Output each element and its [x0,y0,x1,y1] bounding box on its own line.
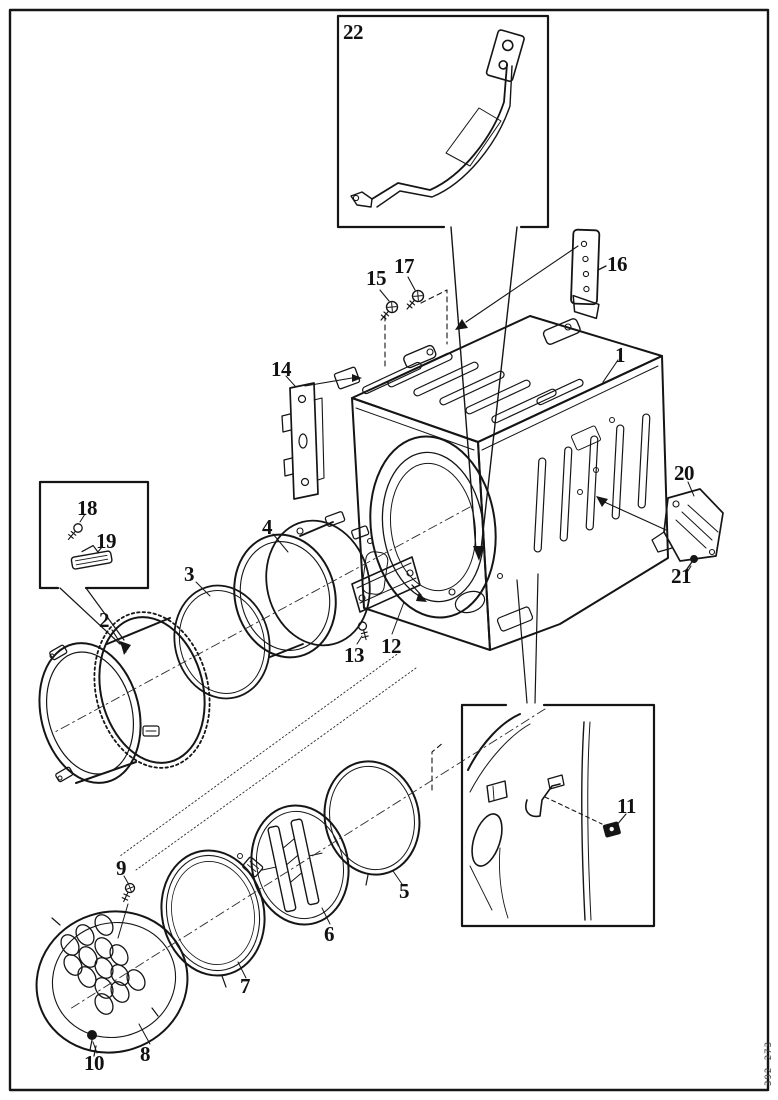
callout-11: 11 [617,794,636,818]
callout-9: 9 [116,856,127,880]
drum-part-2 [38,611,211,784]
callout-18: 18 [77,496,98,520]
screw-part-21 [685,555,698,575]
callout-19: 19 [96,529,117,553]
callout-5: 5 [399,879,410,903]
callout-10: 10 [84,1051,105,1075]
callout-7: 7 [240,974,251,998]
callout-14: 14 [271,357,292,381]
callout-4: 4 [262,515,273,539]
callout-13: 13 [344,643,365,667]
bracket-part-12 [351,556,427,635]
callout-21: 21 [671,564,692,588]
callout-6: 6 [324,922,335,946]
figure-border [8,8,770,1092]
tub-front-part-4 [233,511,374,659]
rail-part-16 [455,228,607,330]
callout-15: 15 [366,266,387,290]
inset-box-18-19 [38,480,150,655]
callout-16: 16 [607,252,628,276]
bracket-part-20 [596,481,724,562]
bolt-part-13 [356,621,369,645]
callout-2: 2 [99,608,110,632]
callout-20: 20 [674,461,695,485]
screw-part-9 [117,875,136,939]
bracket-part-14 [281,374,362,500]
clamp-ring-part-7 [160,849,266,988]
baffle-plate-part-8 [35,910,189,1057]
callout-3: 3 [184,562,195,586]
leader-line-22 [450,226,518,561]
callout-17: 17 [394,254,415,278]
door-boot-part-6 [250,804,350,926]
callout-12: 12 [381,634,402,658]
assembly-axis-lines [54,506,546,1010]
ring-part-5 [323,741,445,886]
inset-box-22 [336,14,550,229]
callout-8: 8 [140,1042,151,1066]
part-code-label: 392 273 [764,1041,774,1086]
inset-box-11 [460,573,656,928]
callout-1: 1 [615,343,626,367]
callout-22: 22 [343,20,364,44]
seal-ring-part-3 [173,581,271,700]
screws-15-17 [379,276,448,367]
plug-part-10 [87,1030,98,1054]
